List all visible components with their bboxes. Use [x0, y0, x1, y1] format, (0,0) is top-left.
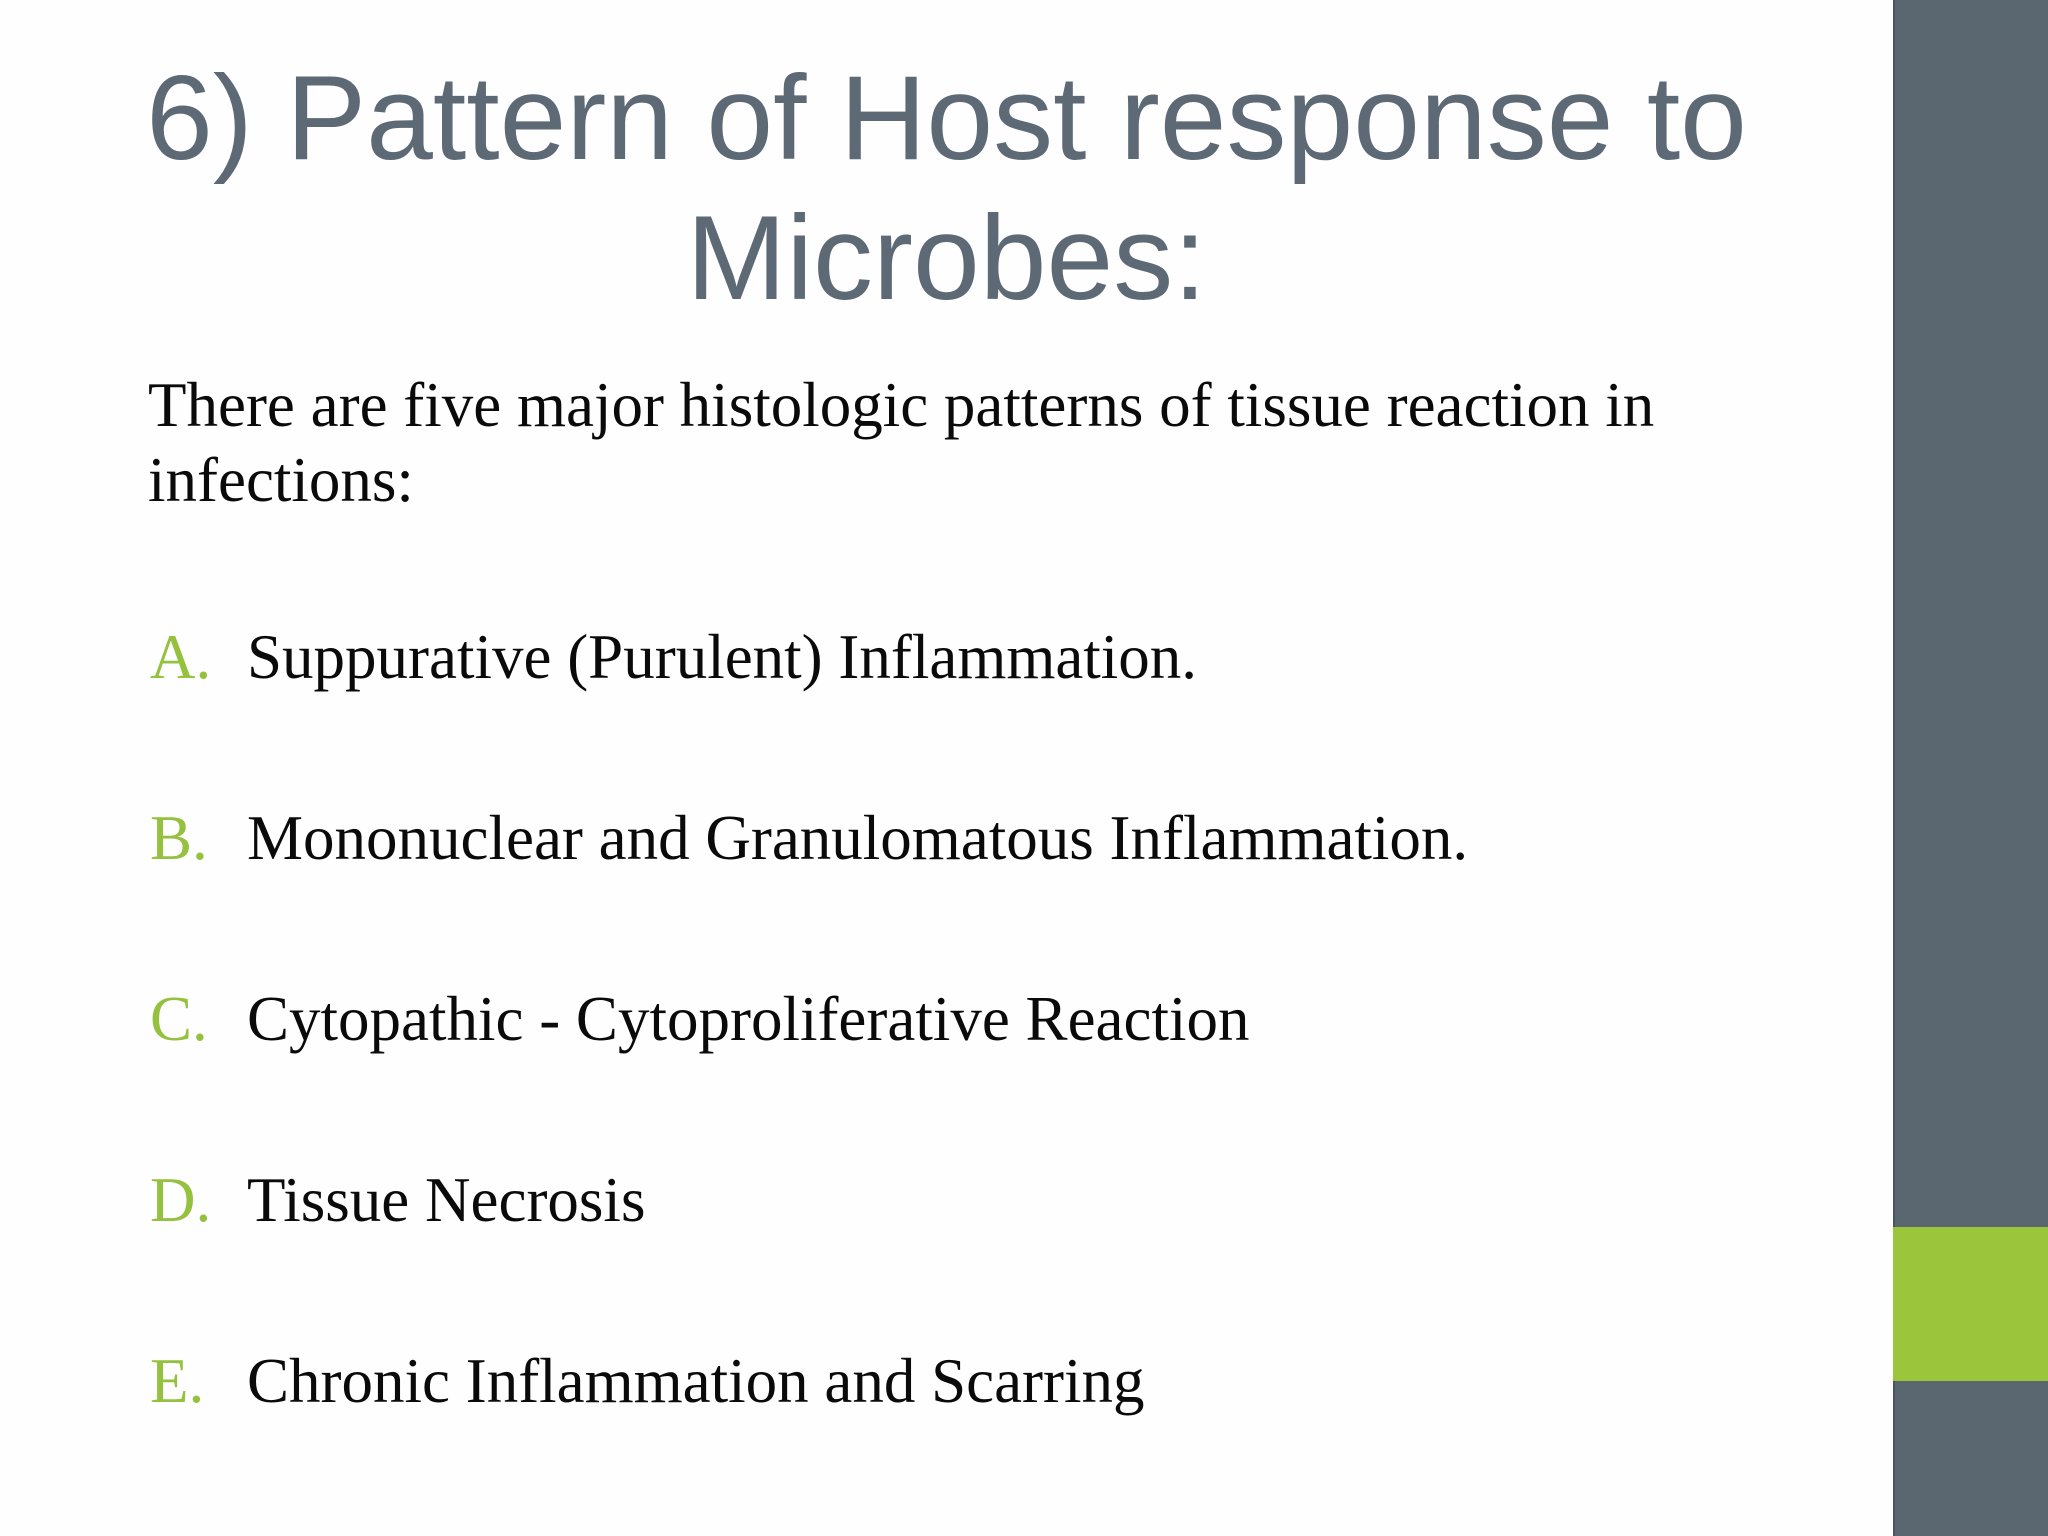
list-item-text: Suppurative (Purulent) Inflammation.: [247, 622, 1198, 692]
list-item-text: Mononuclear and Granulomatous Inflammati…: [247, 803, 1469, 873]
green-accent-square: [1893, 1227, 2048, 1381]
slide-title: 6) Pattern of Host response to Microbes:: [146, 51, 1747, 325]
list-item-text: Cytopathic - Cytoproliferative Reaction: [247, 984, 1250, 1054]
list-letter: C.: [150, 984, 208, 1054]
right-sidebar-bar: [1893, 0, 2048, 1536]
list-letter: E.: [150, 1346, 205, 1416]
list-letter: D.: [150, 1165, 212, 1235]
list-letter: A.: [150, 622, 212, 692]
list-item: D. Tissue Necrosis: [150, 1163, 1770, 1238]
list-item: A. Suppurative (Purulent) Inflammation.: [150, 620, 1770, 695]
list-letter: B.: [150, 803, 208, 873]
list-item: E. Chronic Inflammation and Scarring: [150, 1344, 1770, 1419]
pattern-list: A. Suppurative (Purulent) Inflammation. B…: [150, 620, 1770, 1419]
list-item-text: Tissue Necrosis: [247, 1165, 646, 1235]
list-item: C. Cytopathic - Cytoproliferative Reactio…: [150, 982, 1770, 1057]
list-item-text: Chronic Inflammation and Scarring: [247, 1346, 1145, 1416]
list-item: B. Mononuclear and Granulomatous Inflamma…: [150, 801, 1770, 876]
intro-paragraph: There are five major histologic patterns…: [148, 370, 1655, 515]
